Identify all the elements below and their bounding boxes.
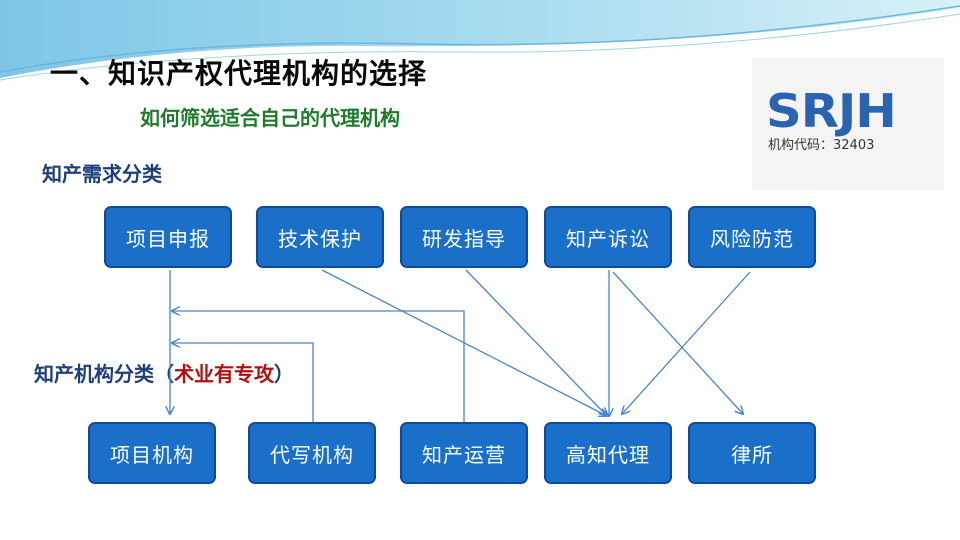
demand-section-label: 知产需求分类: [42, 162, 162, 186]
demand-node-risk-prevention: 风险防范: [688, 206, 816, 268]
agency-section-label: 知产机构分类（术业有专攻）: [34, 358, 294, 387]
demand-node-rd-guidance: 研发指导: [400, 206, 528, 268]
logo-mark: SRJH: [766, 84, 897, 138]
agency-section-suffix: ）: [274, 362, 294, 386]
agency-section-prefix: 知产机构分类（: [34, 362, 174, 386]
agency-node-law-firm: 律所: [688, 422, 816, 484]
arrow-ip-litigation-to-law-firm: [612, 271, 743, 414]
agency-node-project-agency: 项目机构: [88, 422, 216, 484]
demand-node-ip-litigation: 知产诉讼: [544, 206, 672, 268]
agency-node-high-ip-agency: 高知代理: [544, 422, 672, 484]
logo-org-code: 机构代码：32403: [768, 138, 875, 153]
demand-node-tech-protection: 技术保护: [256, 206, 384, 268]
agency-section-highlight: 术业有专攻: [174, 362, 274, 386]
header-wave-decoration: [0, 0, 960, 81]
slide-title: 一、知识产权代理机构的选择: [50, 57, 428, 90]
arrow-rd-guidance-to-high-ip-agency: [465, 269, 607, 416]
agency-node-ip-operations: 知产运营: [400, 422, 528, 484]
arrow-risk-prevention-to-high-ip-agency: [622, 271, 751, 414]
arrow-tech-protection-to-high-ip-agency: [321, 269, 607, 416]
agency-node-writing-agency: 代写机构: [248, 422, 376, 484]
slide-subtitle: 如何筛选适合自己的代理机构: [140, 106, 400, 130]
demand-node-project-application: 项目申报: [104, 206, 232, 268]
company-logo: SRJH 机构代码：32403: [752, 58, 944, 190]
